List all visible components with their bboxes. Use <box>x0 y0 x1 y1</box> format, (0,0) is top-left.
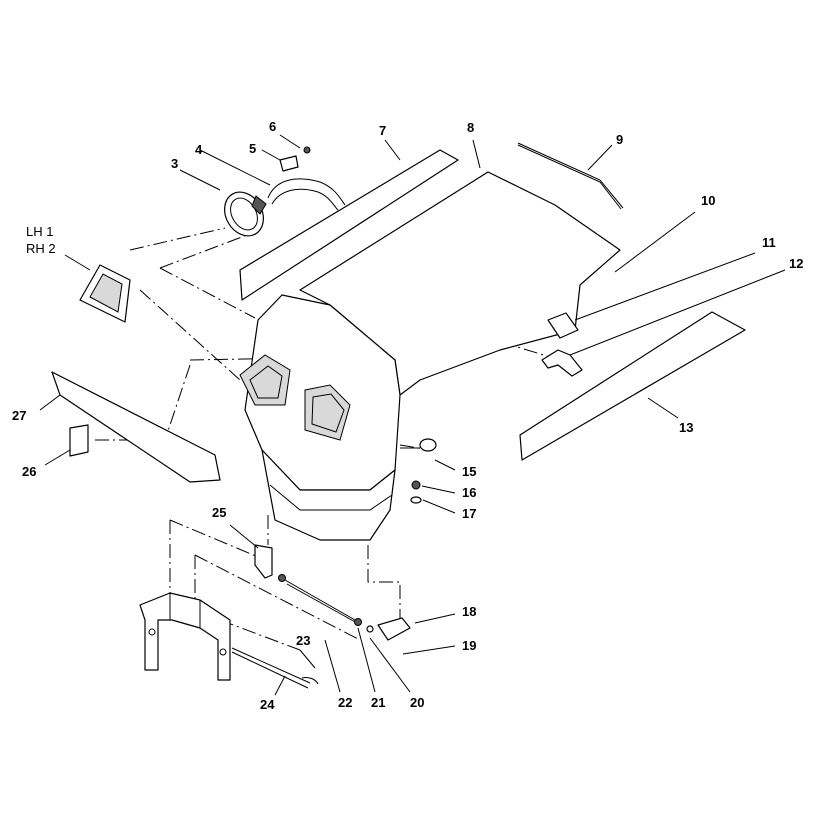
label-5: 5 <box>249 141 256 156</box>
label-8: 8 <box>467 120 474 135</box>
label-7: 7 <box>379 123 386 138</box>
label-9: 9 <box>616 132 623 147</box>
label-25: 25 <box>212 505 226 520</box>
label-24: 24 <box>260 697 275 712</box>
label-4: 4 <box>195 142 203 157</box>
cotter-pin <box>301 677 319 685</box>
label-16: 16 <box>462 485 476 500</box>
hood-side-trim-right <box>519 311 746 461</box>
hinge-bracket-left <box>254 544 273 579</box>
label-22: 22 <box>338 695 352 710</box>
callout-labels: LH 1 RH 2 3 4 5 6 7 8 9 10 11 12 13 15 1… <box>12 119 803 712</box>
screw <box>303 146 311 154</box>
label-rh2: RH 2 <box>26 241 56 256</box>
label-17: 17 <box>462 506 476 521</box>
hinge-bracket-right <box>377 617 411 641</box>
assembly-lines <box>95 227 591 651</box>
support-rod <box>231 647 311 689</box>
label-20: 20 <box>410 695 424 710</box>
hood-latch-pin <box>400 438 437 452</box>
nameplate <box>69 424 89 457</box>
headlight <box>224 191 267 237</box>
headlight-wiring <box>267 178 346 211</box>
label-27: 27 <box>12 408 26 423</box>
hood-decal-top <box>517 142 624 210</box>
leader-lines <box>39 134 786 696</box>
bushing <box>547 312 579 339</box>
label-11: 11 <box>762 235 776 250</box>
label-18: 18 <box>462 604 476 619</box>
label-13: 13 <box>679 420 693 435</box>
hood-mount-bracket <box>139 592 231 681</box>
headlight-housing <box>79 264 131 323</box>
label-12: 12 <box>789 256 803 271</box>
label-10: 10 <box>701 193 715 208</box>
latch-clip <box>541 349 583 377</box>
label-3: 3 <box>171 156 178 171</box>
label-6: 6 <box>269 119 276 134</box>
hood-side-trim-left <box>239 149 459 301</box>
grille-trim <box>51 371 221 483</box>
label-23: 23 <box>296 633 310 648</box>
hinge-rod <box>278 574 374 633</box>
label-lh1: LH 1 <box>26 224 53 239</box>
washer <box>410 496 422 504</box>
bracket <box>279 155 299 172</box>
nut <box>411 480 421 490</box>
hood-assembly <box>239 171 621 541</box>
label-21: 21 <box>371 695 385 710</box>
label-26: 26 <box>22 464 36 479</box>
label-19: 19 <box>462 638 476 653</box>
label-15: 15 <box>462 464 476 479</box>
